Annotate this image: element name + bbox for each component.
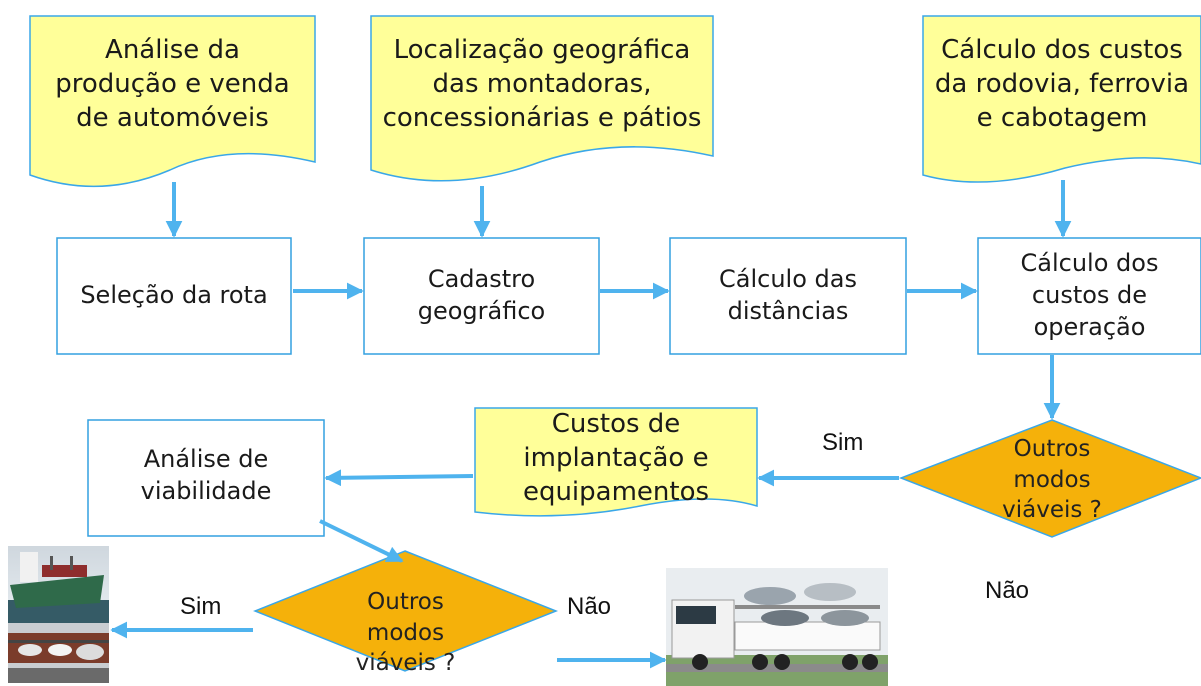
cargo-ship-photo	[8, 546, 109, 623]
arrow-viabilidade-to-decision2	[319, 519, 404, 563]
process-box-cadastro	[363, 237, 600, 355]
arrow-implantacao-to-viabilidade	[324, 469, 474, 487]
document-shape-custos-implantacao	[474, 407, 758, 517]
document-shape-analise	[29, 15, 316, 188]
decision-diamond-1	[898, 419, 1201, 538]
car-carrier-truck-photo	[666, 568, 888, 686]
document-shape-localizacao	[370, 15, 714, 182]
decision-diamond-2	[252, 550, 559, 672]
process-box-viabilidade	[87, 419, 325, 537]
document-shape-calculo-custos	[922, 15, 1201, 183]
process-box-custos-operacao	[977, 237, 1201, 355]
process-box-selecao	[56, 237, 292, 355]
car-carrier-train-photo	[8, 623, 109, 683]
process-box-distancias	[669, 237, 907, 355]
